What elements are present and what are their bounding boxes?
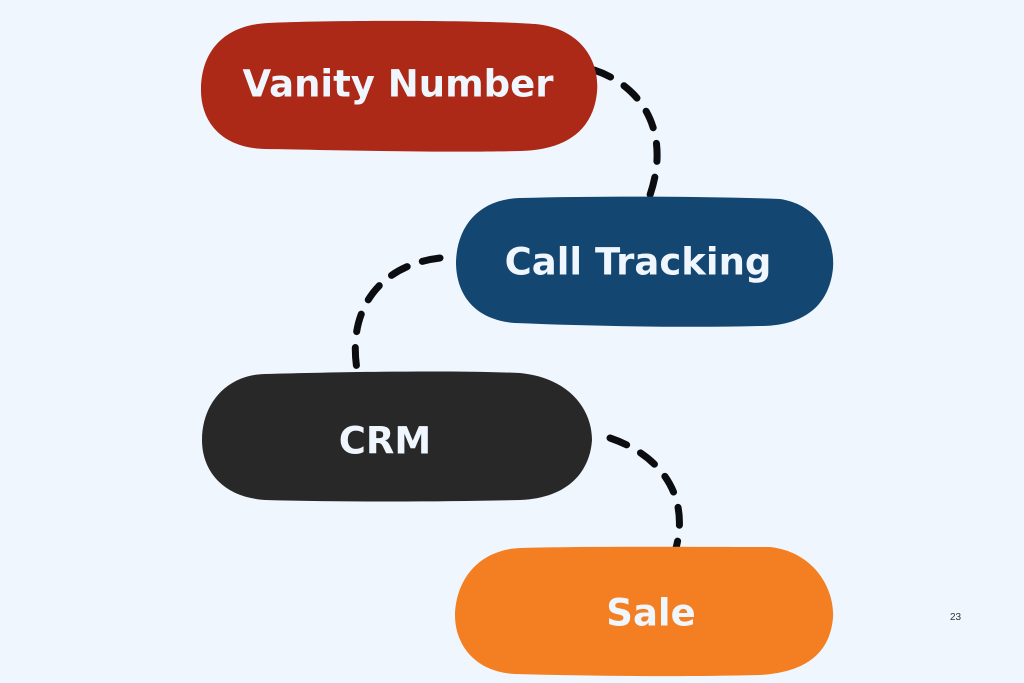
node-shape-call-tracking <box>456 196 834 327</box>
node-label-call-tracking: Call Tracking <box>505 241 772 284</box>
node-vanity-number: Vanity Number <box>200 20 598 152</box>
connector-vanity-to-tracking <box>590 66 661 199</box>
node-crm: CRM <box>202 371 592 502</box>
node-label-sale: Sale <box>606 592 695 635</box>
connector-tracking-to-crm <box>351 254 444 379</box>
node-shape-crm <box>202 371 592 502</box>
node-label-crm: CRM <box>339 420 431 463</box>
node-call-tracking: Call Tracking <box>456 196 834 327</box>
node-shape-sale <box>455 546 834 677</box>
node-sale: Sale <box>455 546 834 677</box>
connector-crm-to-sale <box>606 434 683 552</box>
node-label-vanity-number: Vanity Number <box>243 63 555 106</box>
node-shape-vanity-number <box>200 20 598 152</box>
page-number: 23 <box>950 612 962 623</box>
